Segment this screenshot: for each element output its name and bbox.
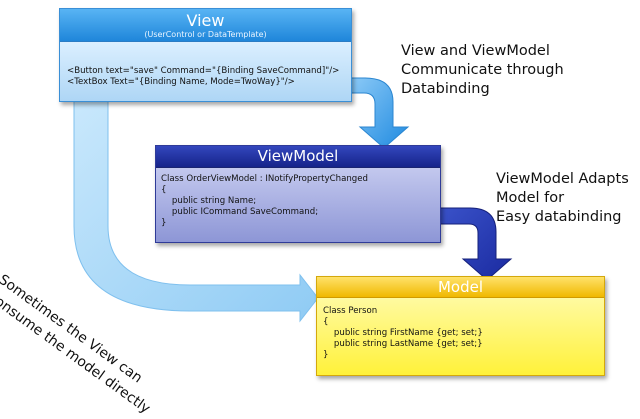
view-header: View (UserControl or DataTemplate) xyxy=(60,9,351,42)
view-code: <Button text="save" Command="{Binding Sa… xyxy=(60,42,351,101)
view-title: View xyxy=(186,11,225,30)
view-to-model-arrow xyxy=(73,99,319,323)
viewmodel-box: ViewModel Class OrderViewModel : INotify… xyxy=(155,145,441,243)
viewmodel-code: Class OrderViewModel : INotifyPropertyCh… xyxy=(156,168,440,242)
view-box: View (UserControl or DataTemplate) <Butt… xyxy=(59,8,352,102)
model-code: Class Person { public string FirstName {… xyxy=(317,298,604,375)
view-to-viewmodel-arrow xyxy=(349,77,410,149)
view-subtitle: (UserControl or DataTemplate) xyxy=(144,30,267,39)
note-viewmodel-model: ViewModel Adapts Model for Easy databind… xyxy=(496,171,629,225)
viewmodel-title: ViewModel xyxy=(156,146,440,168)
note-view-viewmodel: View and ViewModel Communicate through D… xyxy=(401,43,564,97)
viewmodel-to-model-arrow xyxy=(438,207,513,281)
model-title: Model xyxy=(317,277,604,298)
arrows-layer xyxy=(73,77,513,323)
model-box: Model Class Person { public string First… xyxy=(316,276,605,376)
